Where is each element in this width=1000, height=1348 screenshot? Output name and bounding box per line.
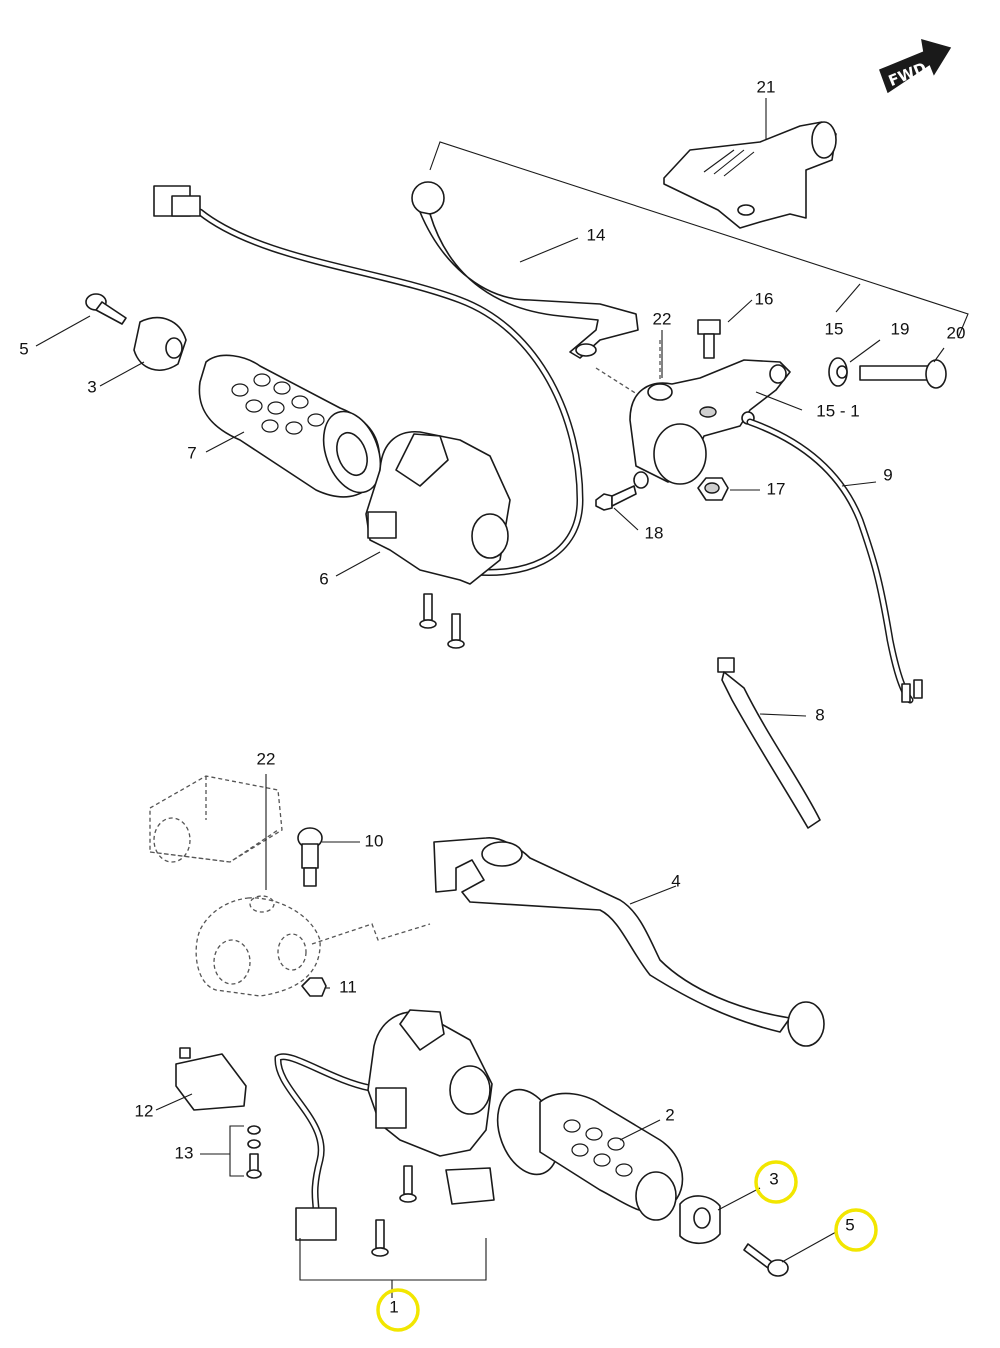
callout-12: 12: [135, 1101, 154, 1120]
callout-15: 15: [825, 319, 844, 338]
nut-part-11: [301, 977, 327, 997]
bar-end-weight-part-3-lower: [679, 1195, 721, 1245]
right-switch-harness-cable: [274, 1053, 374, 1241]
callout-18: 18: [645, 523, 664, 542]
right-grip-part-2: [496, 1088, 684, 1221]
pivot-bolt-part-10: [297, 827, 323, 887]
clutch-switch-cable-part-9: [746, 418, 923, 704]
bolt-part-18: [595, 485, 637, 511]
bolt-part-16: [697, 319, 721, 359]
callout-21: 21: [757, 77, 776, 96]
callout-17: 17: [767, 479, 786, 498]
adjuster-part-20: [859, 359, 947, 389]
switch-screws-right: [371, 1165, 495, 1257]
screw-part-5-lower: [743, 1243, 789, 1277]
highlight-ring-callout-1: [376, 1288, 420, 1332]
callout-9: 9: [883, 465, 892, 484]
adjuster-nut-part-19: [828, 357, 848, 387]
lever-cover-part-21: [663, 121, 837, 229]
callout-22-lower: 22: [257, 749, 276, 768]
callout-16: 16: [755, 289, 774, 308]
callout-5-lower: 5: [845, 1215, 854, 1234]
callout-3-top: 3: [87, 377, 96, 396]
assembly-bracket-13: [200, 1125, 244, 1177]
callout-13: 13: [175, 1143, 194, 1162]
fwd-arrow-icon: FWD: [879, 38, 952, 94]
leader-lines: [35, 98, 945, 1263]
callout-1: 1: [389, 1297, 398, 1316]
brake-lever-part-4: [433, 837, 825, 1047]
nut-part-17: [697, 477, 729, 501]
callout-20: 20: [947, 323, 966, 342]
callout-5-top: 5: [19, 339, 28, 358]
callout-2: 2: [665, 1105, 674, 1124]
left-switch-harness-cable: [153, 185, 584, 576]
highlight-ring-callout-5: [834, 1208, 878, 1252]
cable-clamp-part-8: [717, 657, 821, 829]
screw-part-5-top: [85, 293, 127, 325]
brake-switch-part-12: [175, 1047, 247, 1111]
screw-set-part-13: [246, 1125, 262, 1179]
callout-4: 4: [671, 871, 680, 890]
lever-holder-part-15-1: [629, 359, 791, 489]
callout-labels: 21 14 16 22 15 19 20 15 - 1 9 17 18 5 3 …: [19, 77, 965, 1316]
highlight-ring-callout-3: [754, 1160, 798, 1204]
left-grip-part-7: [198, 354, 382, 498]
callout-8: 8: [815, 705, 824, 724]
switch-screws-left: [419, 593, 465, 649]
callout-22-top: 22: [653, 309, 672, 328]
callout-14: 14: [587, 225, 606, 244]
callout-19: 19: [891, 319, 910, 338]
assembly-bracket-1: [299, 1238, 487, 1298]
callout-6: 6: [319, 569, 328, 588]
clutch-lever-part-14: [411, 181, 639, 359]
right-switch-housing-part-1: [367, 1009, 493, 1157]
master-cylinder-outline: [149, 775, 431, 997]
callout-11: 11: [339, 977, 357, 996]
highlight-rings: [376, 1160, 878, 1332]
callout-10: 10: [365, 831, 384, 850]
left-switch-housing-part-6: [365, 430, 511, 585]
callout-7: 7: [187, 443, 196, 462]
bar-end-weight-part-3-top: [133, 316, 187, 371]
assembly-bracket-15: [429, 141, 969, 339]
callout-3-lower: 3: [769, 1169, 778, 1188]
callout-15-1: 15 - 1: [816, 401, 859, 420]
